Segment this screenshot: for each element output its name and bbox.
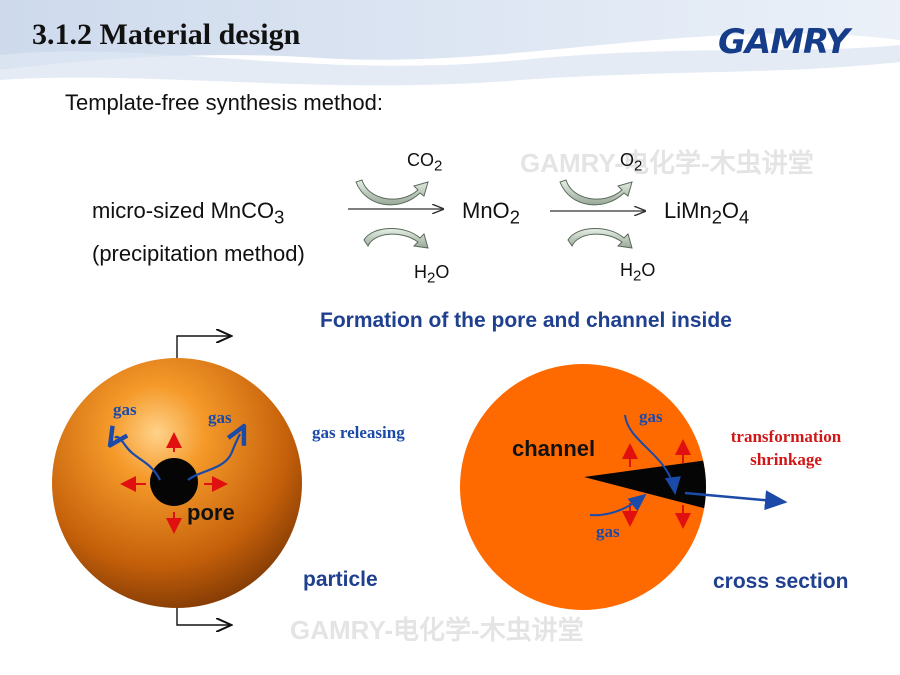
- pore-label: pore: [187, 500, 235, 525]
- channel-wedge: [584, 459, 706, 511]
- channel-label: channel: [512, 436, 596, 461]
- page-title: 3.1.2 Material design: [32, 18, 301, 51]
- reactant-label: micro-sized MnCO3: [92, 198, 285, 228]
- gas-arrow-left: [115, 437, 161, 481]
- step2-water-label: H2O: [620, 260, 656, 285]
- particle-caption: particle: [303, 568, 378, 591]
- header-wave-background: [0, 0, 900, 86]
- gas-releasing-label: gas releasing: [312, 423, 405, 442]
- bracket-arrow-top: [176, 336, 230, 358]
- reactant-note: (precipitation method): [92, 241, 305, 266]
- particle-gas-left-label: gas: [113, 400, 137, 419]
- curved-arrow-h2o-out-2: [567, 227, 633, 249]
- step1-water-label: H2O: [414, 262, 450, 287]
- cs-gas-arrow-bottom: [589, 493, 647, 517]
- cs-gas-bottom-label: gas: [596, 522, 620, 541]
- watermark-bottom: GAMRY-电化学-木虫讲堂: [290, 615, 584, 645]
- particle-diagram: [52, 320, 302, 640]
- cross-section-disk: [460, 364, 706, 610]
- shrinkage-arrow: [684, 490, 788, 511]
- cross-section-diagram: [460, 364, 788, 610]
- transformation-shrinkage-label: transformation shrinkage: [730, 427, 842, 469]
- gamry-logo: GAMRY: [718, 22, 850, 62]
- cs-gas-arrow-top: [624, 414, 681, 495]
- subtitle: Template-free synthesis method:: [65, 90, 383, 115]
- particle-gas-right-label: gas: [208, 408, 232, 427]
- cross-section-caption: cross section: [713, 570, 849, 593]
- curved-arrow-o2-in: [559, 179, 633, 206]
- pore-core: [150, 458, 198, 506]
- formation-heading: Formation of the pore and channel inside: [320, 309, 732, 332]
- product-label: LiMn2O4: [664, 198, 750, 228]
- bracket-arrow-bottom: [176, 608, 230, 625]
- watermark-top: GAMRY-电化学-木虫讲堂: [520, 148, 814, 178]
- intermediate-label: MnO2: [462, 198, 520, 228]
- gas-arrow-right: [187, 434, 240, 481]
- curved-arrow-co2-out: [355, 179, 429, 206]
- cs-gas-top-label: gas: [639, 407, 663, 426]
- reaction-arrows: [348, 179, 900, 249]
- step2-input-label: O2: [620, 150, 643, 175]
- curved-arrow-h2o-out-1: [363, 227, 429, 249]
- step1-release-label: CO2: [407, 150, 443, 175]
